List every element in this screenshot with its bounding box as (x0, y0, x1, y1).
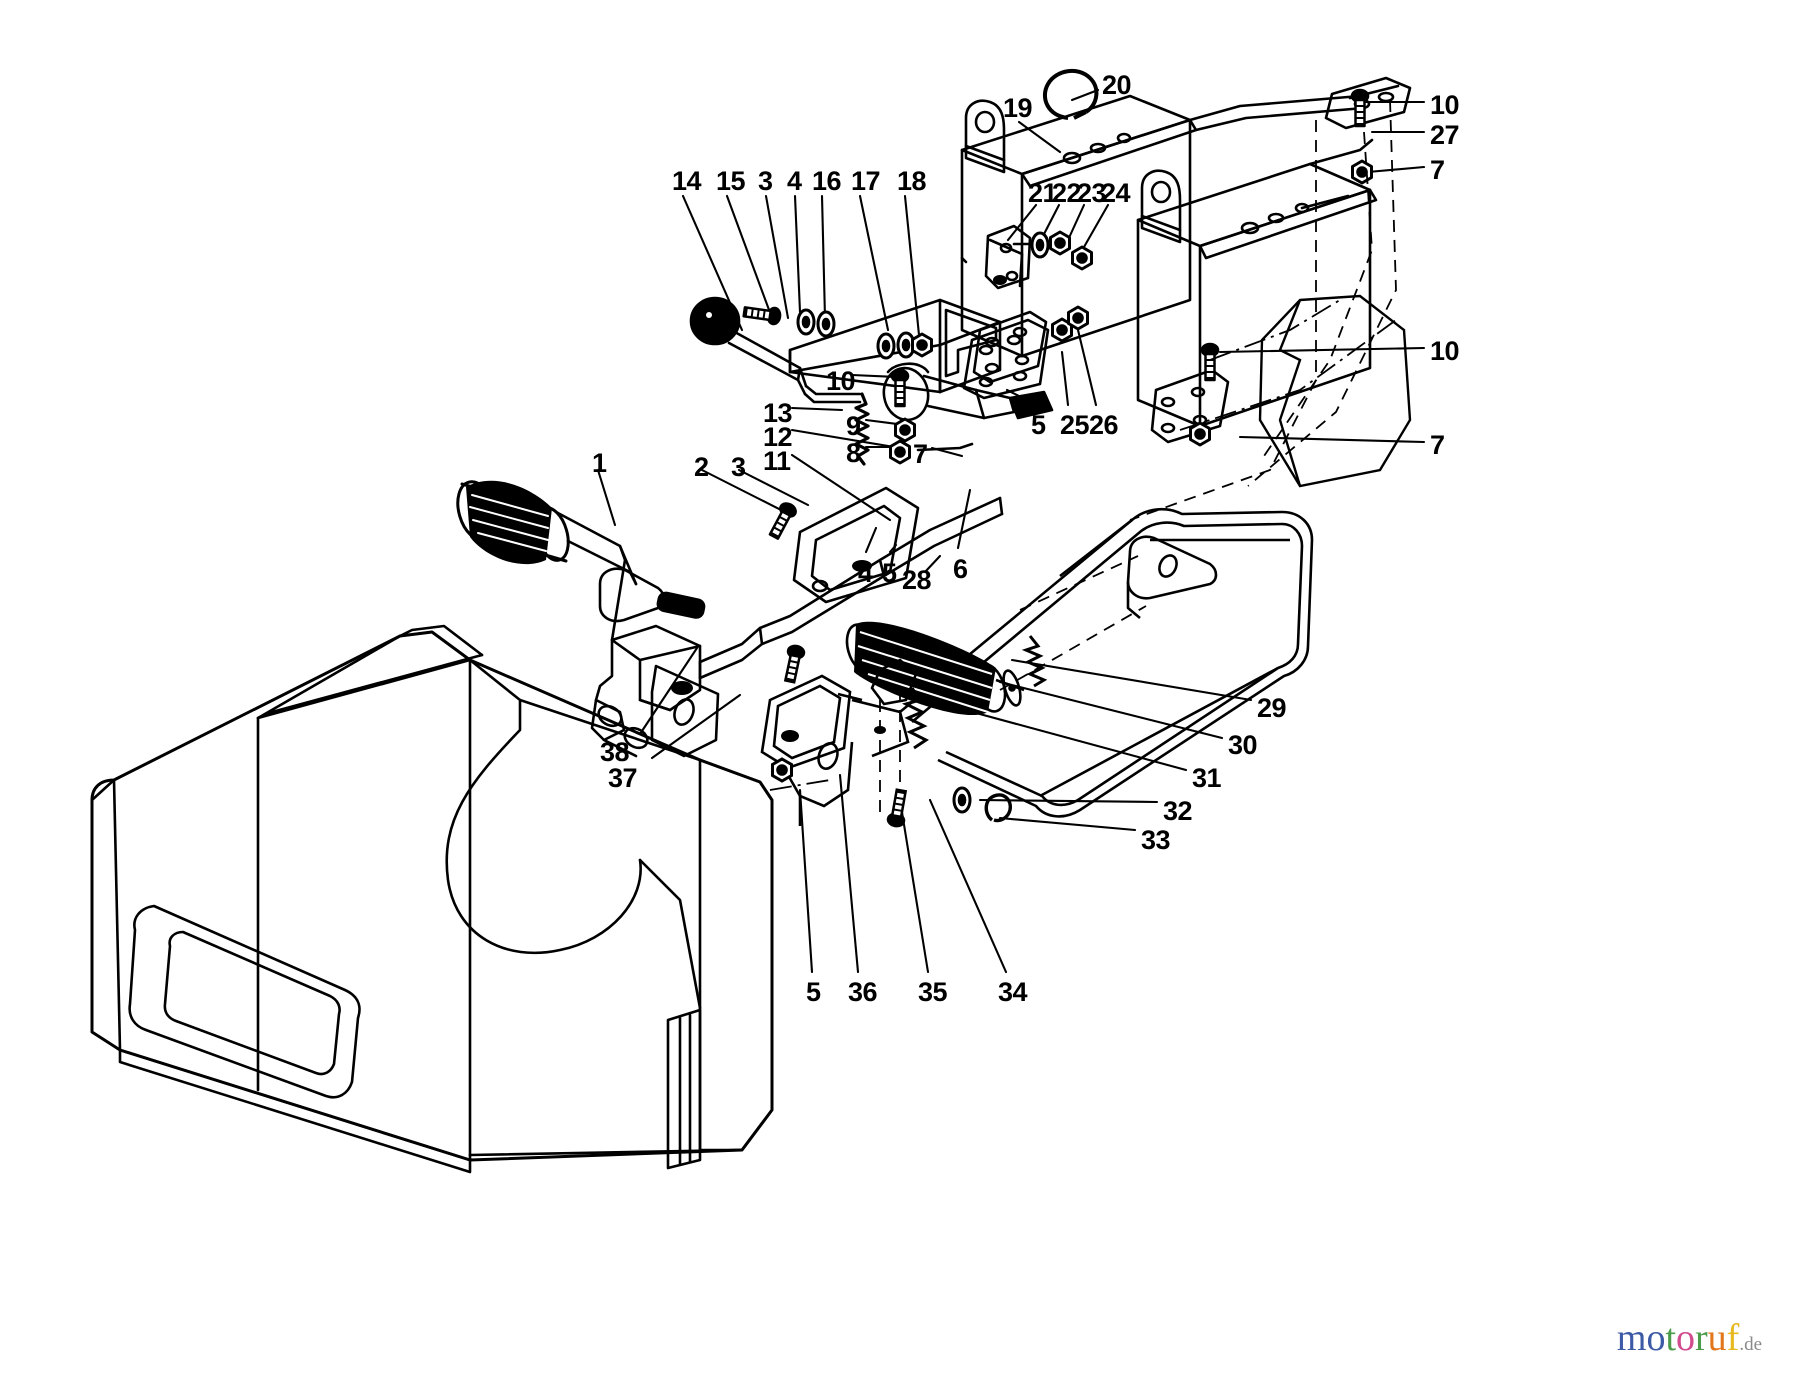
callout-4-mid: 4 (858, 558, 873, 588)
watermark-letter-t: t (1665, 1317, 1676, 1359)
callout-20: 20 (1102, 70, 1132, 100)
callout-18: 18 (897, 166, 927, 196)
callout-29: 29 (1257, 693, 1287, 723)
callout-34: 34 (998, 977, 1028, 1007)
callout-28: 28 (902, 565, 932, 595)
callout-36: 36 (848, 977, 878, 1007)
callout-30: 30 (1228, 730, 1258, 760)
callout-2: 2 (694, 452, 709, 482)
callout-8: 8 (846, 438, 861, 468)
callout-1: 1 (592, 448, 607, 478)
callout-21: 21 (1028, 178, 1058, 208)
callout-11: 11 (763, 446, 791, 476)
callout-24: 24 (1101, 178, 1131, 208)
callout-5-bottom: 5 (806, 977, 821, 1007)
callout-4-top: 4 (787, 166, 802, 196)
callout-10-center: 10 (826, 366, 856, 396)
callout-12: 12 (763, 422, 793, 452)
watermark-letter-r: r (1695, 1317, 1708, 1359)
callout-25: 25 (1060, 410, 1090, 440)
watermark-letter-m: m (1616, 1317, 1647, 1359)
watermark-letter-o1: o (1646, 1317, 1666, 1359)
callout-7-center: 7 (913, 439, 928, 469)
callout-32: 32 (1163, 796, 1193, 826)
callout-37: 37 (608, 763, 638, 793)
callout-10-mid-right: 10 (1430, 336, 1460, 366)
callout-5-low: 5 (882, 558, 897, 588)
callout-3-mid: 3 (731, 452, 746, 482)
watermark-letter-o2: o (1676, 1317, 1695, 1359)
callout-6: 6 (953, 554, 968, 584)
callout-3-top: 3 (758, 166, 773, 196)
callout-31: 31 (1192, 763, 1222, 793)
callout-26: 26 (1089, 410, 1119, 440)
callout-22: 22 (1052, 178, 1082, 208)
callout-7-top-right: 7 (1430, 155, 1445, 185)
callout-7-mid-right: 7 (1430, 430, 1445, 460)
watermark-letter-u: u (1707, 1317, 1727, 1359)
callout-33: 33 (1141, 825, 1171, 855)
callout-16: 16 (812, 166, 842, 196)
callout-35: 35 (918, 977, 948, 1007)
watermark-letter-f: f (1726, 1317, 1740, 1359)
callout-27: 27 (1430, 120, 1460, 150)
motoruf-watermark: motoruf.de (1617, 1316, 1762, 1360)
callout-5-mid: 5 (1031, 410, 1046, 440)
callout-10-top-right: 10 (1430, 90, 1460, 120)
callout-9: 9 (846, 411, 861, 441)
callout-38: 38 (600, 737, 630, 767)
watermark-tld: .de (1739, 1334, 1762, 1355)
callout-23: 23 (1077, 178, 1107, 208)
callout-13: 13 (763, 398, 793, 428)
callout-19: 19 (1003, 93, 1033, 123)
callout-14: 14 (672, 166, 702, 196)
callout-15: 15 (716, 166, 746, 196)
callout-17: 17 (851, 166, 881, 196)
